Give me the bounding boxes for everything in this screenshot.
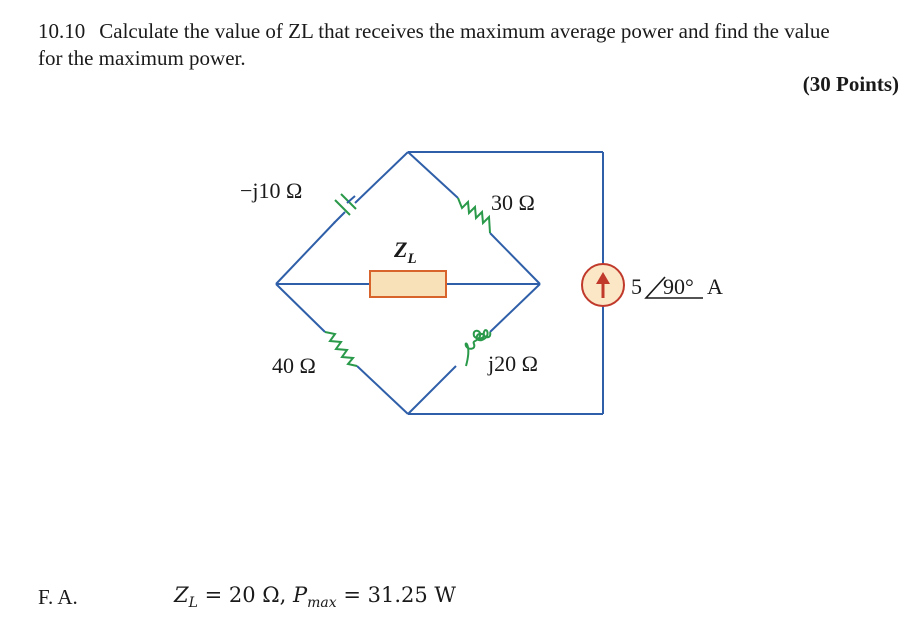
current-source [581,263,625,307]
final-answer-prefix: F. A. [38,585,78,609]
question-line-2: for the maximum power. [38,46,246,70]
wire-bottom-right-lower [407,365,457,415]
phasor-angle-symbol [644,276,703,299]
capacitor-label: −j10 Ω [240,178,302,203]
source-magnitude: 5 [631,274,642,299]
pmax-symbol: P [293,583,308,607]
load-label: ZL [393,237,417,267]
resistor-30-symbol [457,197,491,234]
source-value: 5 90° A [631,274,723,299]
wire-top-right-lower [489,232,541,285]
capacitor-symbol [333,193,357,224]
resistor-40-symbol [324,331,358,367]
question-text: 10.10 Calculate the value of ZL that rece… [38,18,908,72]
pmax-subscript: max [307,595,337,612]
current-source-arrow-head [596,272,610,284]
points-label: (30 Points) [802,72,899,96]
resistor-40-label: 40 Ω [272,353,316,378]
zl-value: = 20 Ω, [197,583,293,607]
inductor-label: j20 Ω [487,351,538,376]
source-unit: A [707,274,723,299]
wire-top-left-lower [275,221,336,285]
wire-top-left-upper [354,151,409,204]
wire-bottom-left-lower [356,365,409,415]
load-label-main: Z [393,237,407,262]
pmax-value: = 31.25 W [336,583,456,607]
question-body-line-1: Calculate the value of ZL that receives … [99,19,830,43]
wire-top-right-upper [407,151,459,199]
inductor-symbol [464,329,492,367]
source-angle: 90° [663,274,694,299]
zl-symbol: Z [174,583,189,607]
wire-bottom-left-upper [275,283,326,333]
zl-subscript: L [188,595,198,612]
wire-bottom-right-upper [489,283,541,333]
load-label-sub: L [406,251,416,267]
load-impedance-box [369,270,447,298]
question-line-1: 10.10 Calculate the value of ZL that rece… [38,18,908,45]
final-answer: ZL = 20 Ω, Pmax = 31.25 W [174,583,456,611]
question-number: 10.10 [38,19,86,43]
resistor-30-label: 30 Ω [491,190,535,215]
